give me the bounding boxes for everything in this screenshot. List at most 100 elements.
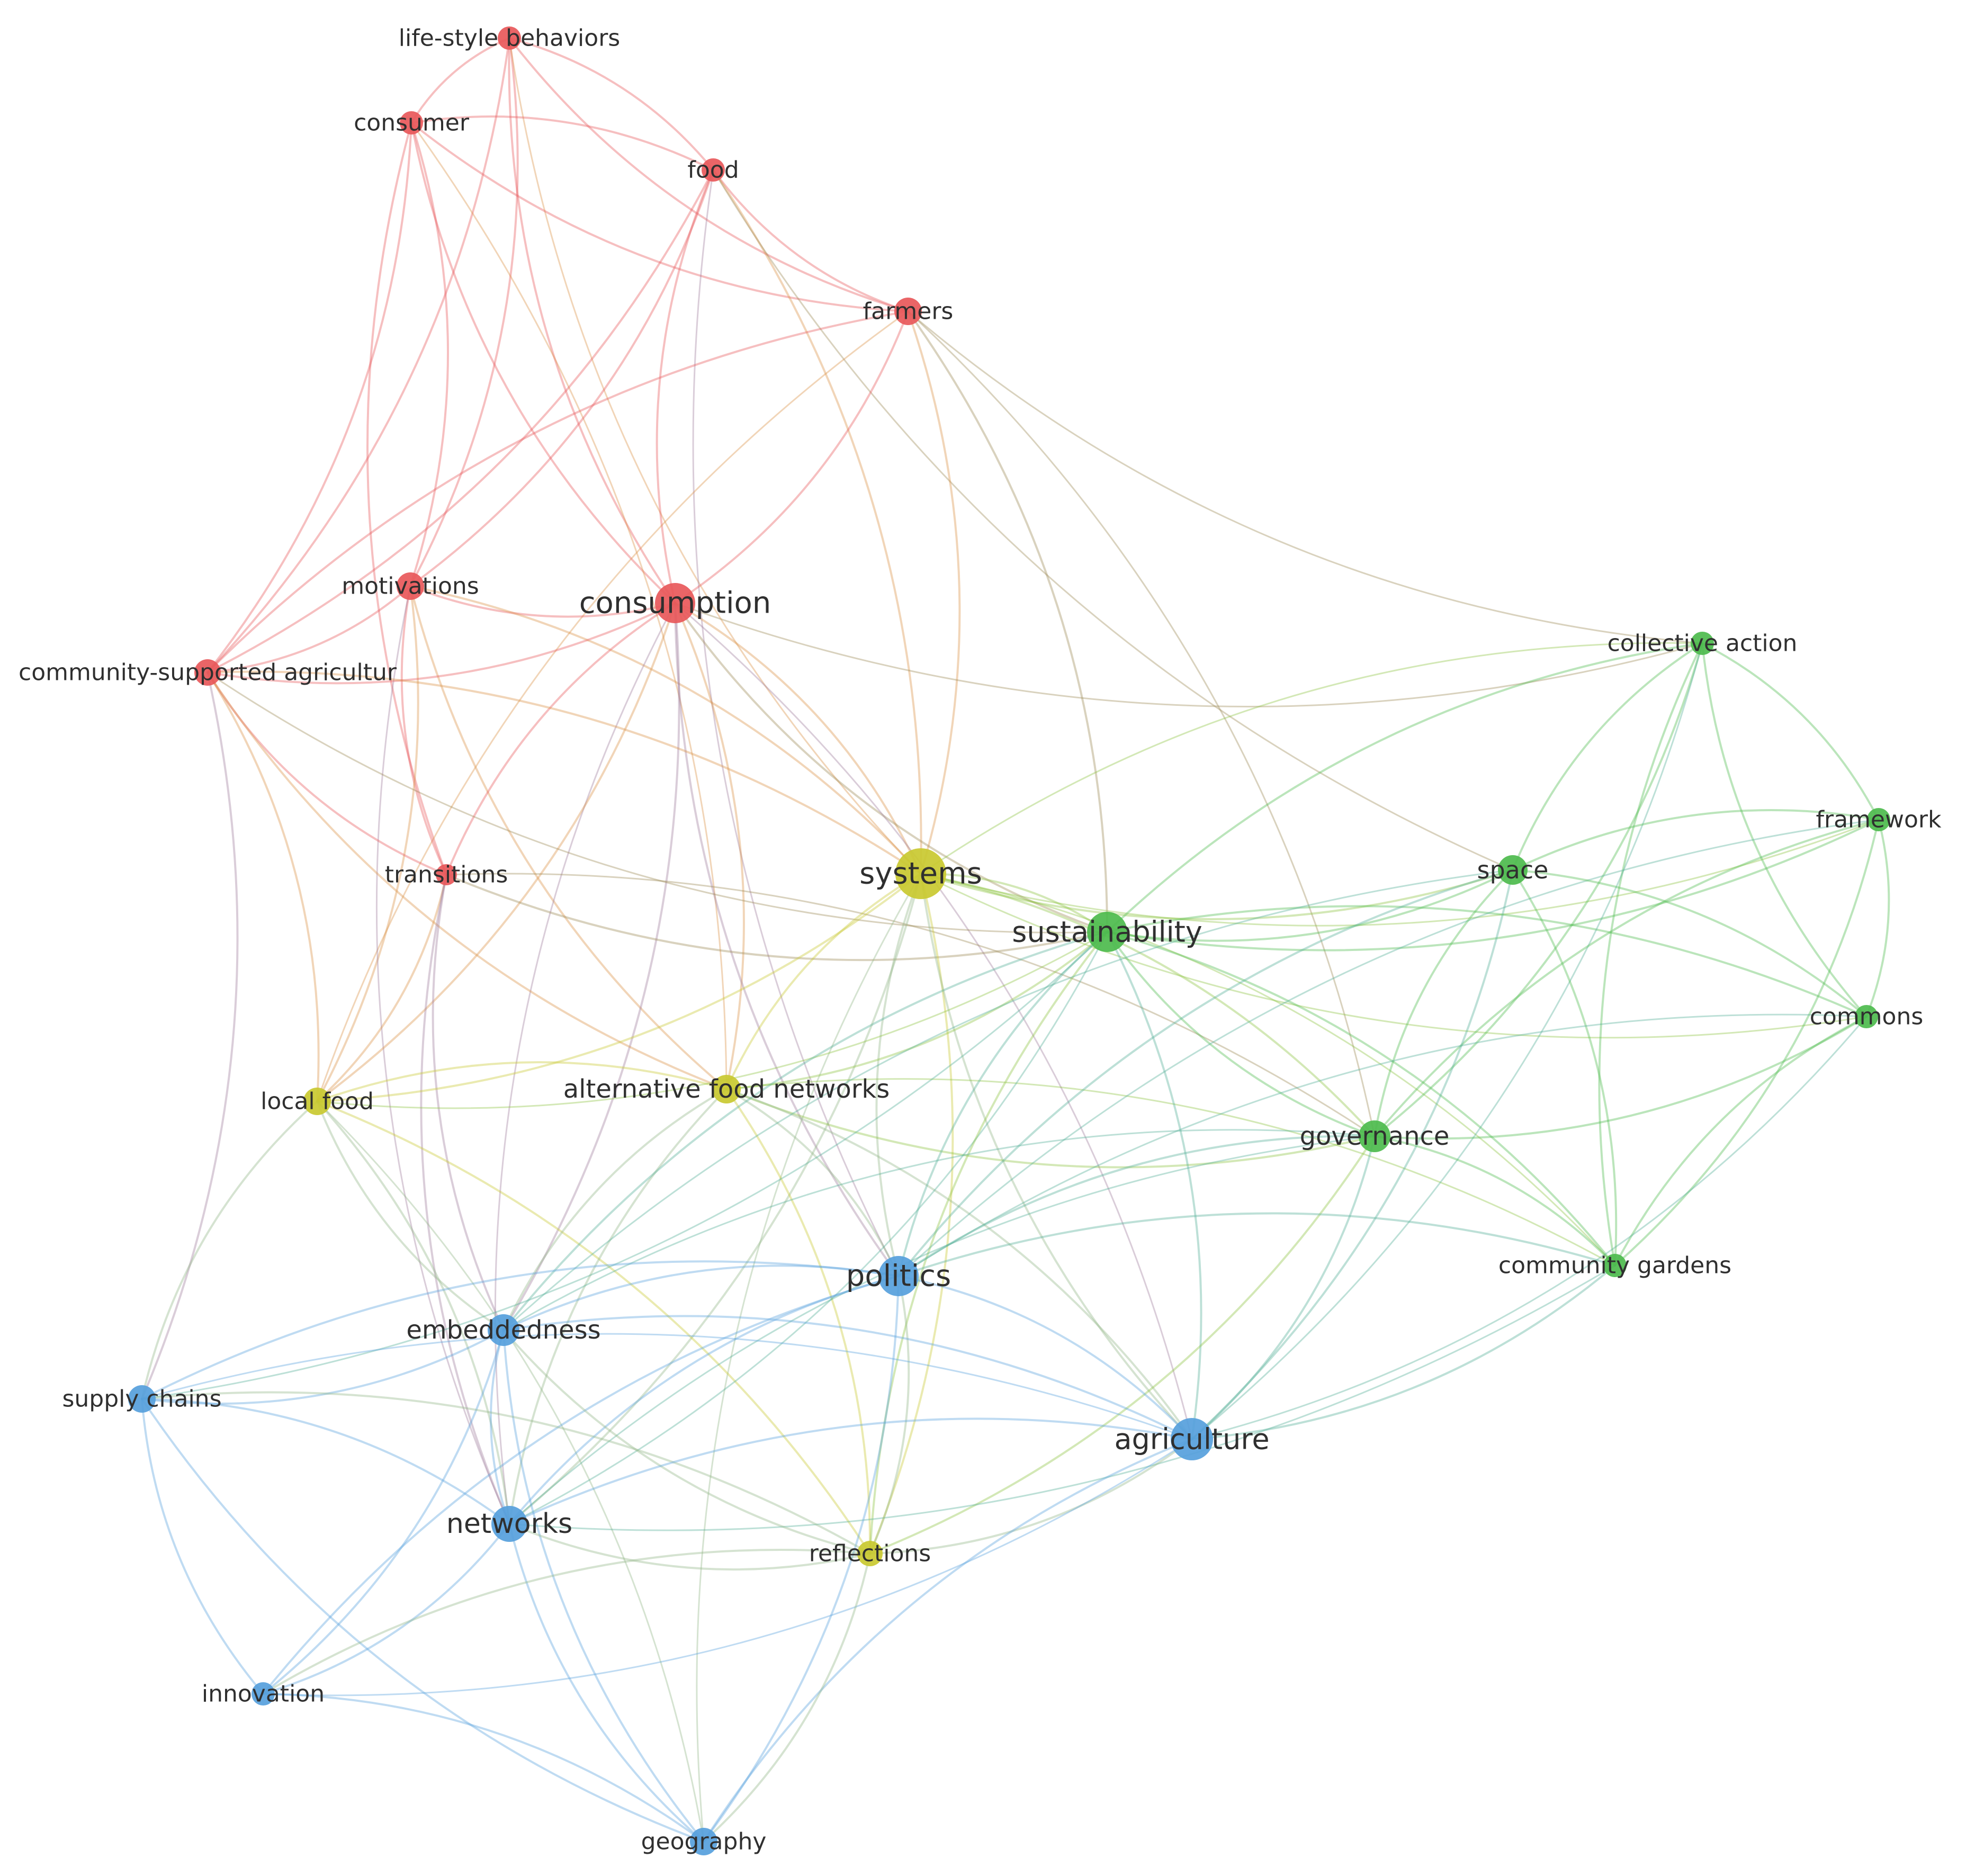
edge-community-supported-agricultur--supply-chains — [141, 671, 239, 1400]
edge-consumption--alternative-food-networks — [674, 602, 745, 1090]
edge-embeddedness--agriculture — [502, 1315, 1193, 1440]
edge-governance--reflections — [869, 1135, 1376, 1555]
edge-networks--geography — [508, 1523, 705, 1843]
edge-politics--geography — [703, 1275, 900, 1843]
node-networks[interactable] — [491, 1506, 527, 1542]
node-transitions[interactable] — [436, 864, 457, 885]
node-community-supported-agricultur[interactable] — [194, 659, 221, 686]
edge-local-food--networks — [316, 1100, 510, 1525]
edge-sustainability--supply-chains — [141, 931, 1108, 1400]
edge-consumption--agriculture — [674, 602, 1193, 1440]
edge-life-style-behaviors--systems — [508, 37, 922, 875]
edges-layer — [141, 37, 1890, 1843]
node-label-politics: politics — [846, 1259, 951, 1294]
edge-local-food--reflections — [316, 1100, 871, 1555]
edge-sustainability--governance — [1106, 931, 1376, 1137]
edge-life-style-behaviors--farmers — [508, 37, 909, 312]
node-agriculture[interactable] — [1171, 1418, 1213, 1460]
edge-embeddedness--geography — [502, 1329, 705, 1843]
node-community-gardens[interactable] — [1603, 1254, 1627, 1277]
edge-consumption--embeddedness — [502, 602, 680, 1331]
edge-life-style-behaviors--food — [508, 37, 714, 171]
node-farmers[interactable] — [894, 298, 922, 325]
edge-food--space — [712, 169, 1514, 871]
node-governance[interactable] — [1359, 1120, 1390, 1152]
edge-space--community-gardens — [1512, 869, 1618, 1267]
node-food[interactable] — [702, 158, 725, 182]
edge-motivations--transitions — [400, 585, 447, 876]
node-label-local-food: local food — [261, 1088, 374, 1115]
node-label-life-style-behaviors: life-style behaviors — [399, 25, 620, 52]
edge-consumer--community-supported-agricultur — [207, 122, 412, 674]
node-local-food[interactable] — [303, 1088, 331, 1115]
node-supply-chains[interactable] — [128, 1385, 156, 1413]
node-innovation[interactable] — [252, 1682, 275, 1706]
node-label-commons: commons — [1810, 1003, 1924, 1030]
edge-space--agriculture — [1191, 869, 1514, 1440]
edge-alternative-food-networks--reflections — [725, 1088, 872, 1555]
node-alternative-food-networks[interactable] — [712, 1075, 741, 1103]
edge-farmers--governance — [907, 310, 1376, 1137]
node-framework[interactable] — [1867, 808, 1890, 831]
edge-innovation--geography — [262, 1693, 705, 1843]
node-life-style-behaviors[interactable] — [498, 26, 521, 50]
edge-supply-chains--agriculture — [141, 1333, 1193, 1440]
edge-sustainability--space — [1106, 869, 1514, 942]
node-label-framework: framework — [1816, 806, 1942, 833]
node-geography[interactable] — [690, 1828, 717, 1855]
edge-sustainability--framework — [1106, 819, 1880, 952]
edge-consumer--consumption — [410, 122, 676, 604]
node-label-geography: geography — [641, 1828, 767, 1855]
edge-embeddedness--networks — [489, 1329, 510, 1525]
edge-collective-action--governance — [1373, 642, 1703, 1137]
node-reflections[interactable] — [857, 1541, 883, 1566]
node-sustainability[interactable] — [1087, 912, 1127, 952]
node-label-sustainability: sustainability — [1012, 915, 1202, 949]
edge-sustainability--embeddedness — [502, 931, 1108, 1331]
node-motivations[interactable] — [397, 572, 424, 600]
edge-commons--agriculture — [1191, 1016, 1868, 1440]
edge-networks--innovation — [262, 1523, 510, 1695]
node-label-governance: governance — [1300, 1121, 1450, 1151]
node-consumption[interactable] — [655, 583, 695, 623]
edge-community-supported-agricultur--transitions — [207, 671, 447, 876]
edge-community-supported-agricultur--sustainability — [207, 671, 1108, 933]
edge-food--politics — [692, 169, 900, 1277]
node-label-agriculture: agriculture — [1114, 1423, 1269, 1456]
edge-governance--community-gardens — [1373, 1135, 1616, 1267]
node-label-motivations: motivations — [342, 573, 479, 600]
edge-alternative-food-networks--embeddedness — [502, 1088, 728, 1331]
labels-layer: life-style behaviorsconsumerfoodfarmersm… — [19, 25, 1942, 1855]
edge-consumer--alternative-food-networks — [410, 122, 728, 1090]
edge-alternative-food-networks--politics — [725, 1088, 900, 1277]
node-consumer[interactable] — [400, 111, 423, 134]
edge-collective-action--community-gardens — [1598, 642, 1703, 1267]
edge-consumption--collective-action — [674, 602, 1703, 708]
edge-local-food--geography — [316, 1100, 705, 1843]
node-space[interactable] — [1498, 855, 1528, 885]
edge-space--governance — [1373, 869, 1514, 1137]
edge-local-food--alternative-food-networks — [316, 1061, 728, 1102]
edge-consumer--motivations — [409, 122, 449, 587]
edge-alternative-food-networks--networks — [508, 1088, 728, 1525]
node-commons[interactable] — [1855, 1005, 1878, 1028]
edge-local-food--supply-chains — [141, 1100, 318, 1400]
node-politics[interactable] — [878, 1256, 919, 1296]
node-embeddedness[interactable] — [488, 1314, 519, 1346]
edge-systems--local-food — [316, 873, 922, 1102]
edge-consumer--food — [410, 115, 714, 171]
node-label-innovation: innovation — [202, 1681, 325, 1708]
edge-community-gardens--politics — [897, 1212, 1616, 1277]
edge-farmers--local-food — [316, 310, 909, 1102]
edge-systems--commons — [920, 873, 1868, 1039]
node-collective-action[interactable] — [1691, 632, 1714, 655]
node-systems[interactable] — [895, 848, 946, 899]
edge-supply-chains--networks — [141, 1398, 510, 1525]
edge-food--systems — [712, 169, 922, 875]
edge-motivations--systems — [409, 585, 922, 875]
edge-sustainability--community-gardens — [1106, 931, 1616, 1267]
edge-governance--politics — [897, 1135, 1376, 1277]
edge-farmers--community-supported-agricultur — [207, 310, 909, 674]
edge-collective-action--commons — [1701, 642, 1868, 1018]
